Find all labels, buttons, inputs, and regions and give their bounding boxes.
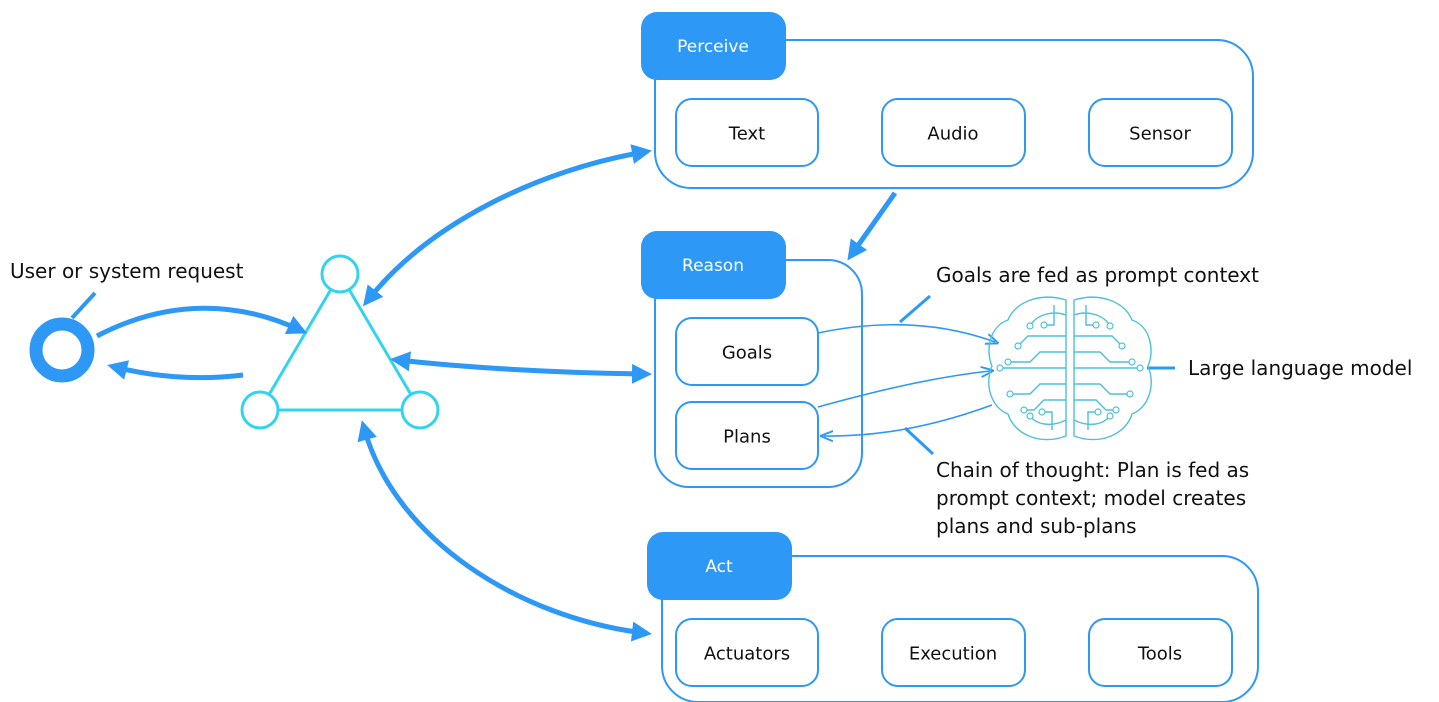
agent-edge-left: [258, 273, 342, 411]
perceive-audio-box: [881, 98, 1026, 167]
reason-title: Reason: [682, 256, 744, 276]
act-actuators-label: Actuators: [704, 644, 790, 665]
act-execution-box: [881, 618, 1026, 687]
reason-plans-box: [675, 401, 819, 470]
perceive-audio-label: Audio: [927, 124, 978, 145]
llm-label: Large language model: [1188, 356, 1412, 380]
reason-group: Reason Goals Plans: [641, 231, 863, 488]
user-node: [29, 291, 97, 383]
perceive-sensor-label: Sensor: [1129, 124, 1191, 145]
chain-of-thought-line-1: Chain of thought: Plan is fed as: [936, 458, 1249, 482]
arrow-user-to-agent: [95, 305, 308, 339]
agent-node-top-icon: [320, 254, 360, 294]
reason-plans-label: Plans: [723, 427, 771, 448]
perceive-text-box: [675, 98, 819, 167]
act-actuators-box: [675, 618, 819, 687]
arrow-agent-perceive: [363, 144, 652, 307]
arrow-goals-to-llm: [817, 323, 995, 342]
goals-context-label: Goals are fed as prompt context: [936, 263, 1259, 287]
reason-tab: [641, 231, 786, 299]
perceive-text-label: Text: [728, 124, 765, 145]
chain-of-thought-line-2: prompt context; model creates: [936, 486, 1246, 510]
act-title: Act: [705, 557, 733, 577]
arrow-plans-to-llm: [817, 371, 990, 408]
user-request-node-icon: [29, 317, 95, 383]
agent-triangle: [240, 254, 440, 430]
perceive-group: Perceive Text Audio Sensor: [641, 12, 1254, 189]
agent-edge-right: [338, 273, 422, 411]
reason-goals-label: Goals: [722, 343, 772, 364]
chain-of-thought-line-3: plans and sub-plans: [936, 514, 1137, 538]
perceive-tab: [641, 12, 786, 80]
user-leader-line: [70, 291, 97, 320]
perceive-title: Perceive: [677, 37, 749, 57]
goals-context-leader: [899, 294, 931, 324]
arrow-agent-to-user: [107, 360, 244, 381]
arrow-agent-act: [357, 420, 652, 642]
arrow-agent-reason: [390, 351, 652, 384]
perceive-sensor-box: [1088, 98, 1233, 167]
act-group: Act Actuators Execution Tools: [647, 532, 1259, 702]
chain-of-thought-leader: [903, 426, 935, 456]
user-request-label: User or system request: [10, 259, 244, 283]
act-tools-label: Tools: [1137, 644, 1182, 665]
act-tab: [647, 532, 792, 600]
large-language-model-brain-icon: [988, 296, 1152, 441]
agent-node-right-icon: [400, 390, 440, 430]
arrow-perceive-reason: [847, 191, 898, 261]
act-tools-box: [1088, 618, 1233, 687]
agent-node-left-icon: [240, 390, 280, 430]
act-execution-label: Execution: [909, 644, 997, 665]
reason-goals-box: [675, 317, 819, 386]
